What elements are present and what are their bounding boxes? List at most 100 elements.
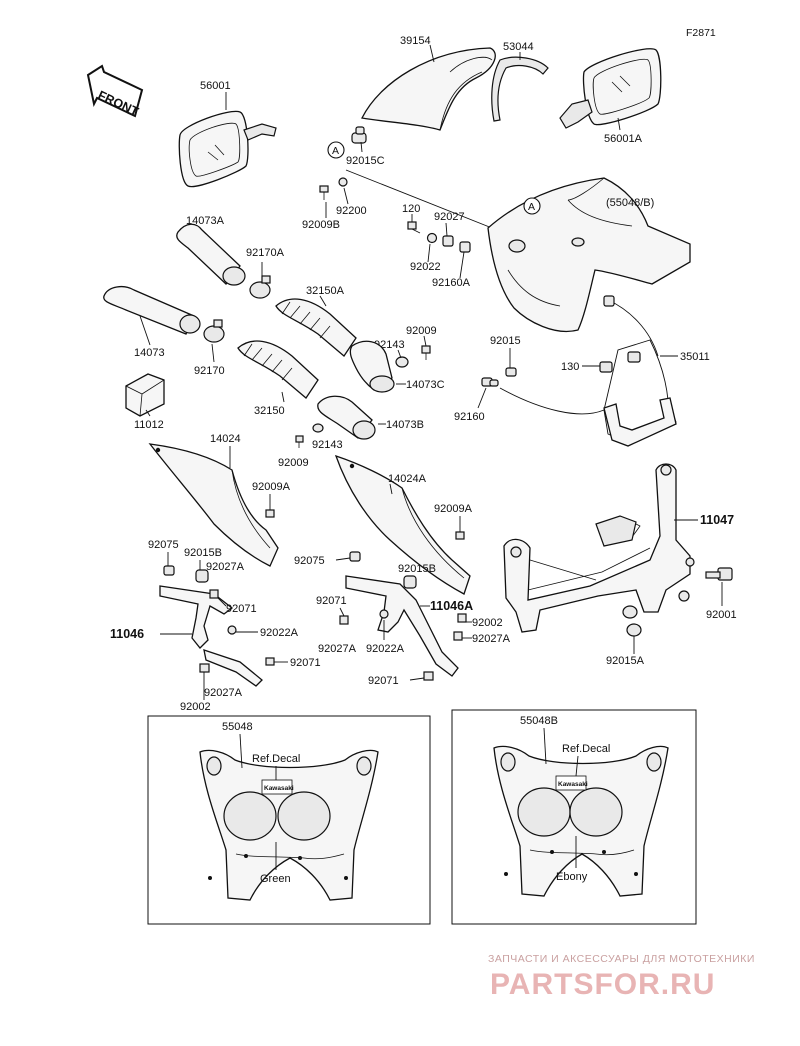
label-14024: 14024 [210, 433, 241, 445]
inset-box-right [451, 709, 697, 925]
label-56001: 56001 [200, 80, 231, 92]
clamp-92170A [249, 275, 271, 299]
figure-code: F2871 [686, 27, 716, 39]
label-92009A-a: 92009A [252, 481, 291, 493]
label-120: 120 [402, 203, 420, 215]
label-92015: 92015 [490, 335, 521, 347]
duct-14073 [103, 285, 201, 335]
grommet-92143-a [395, 356, 409, 368]
label-11046A: 11046A [430, 599, 473, 613]
inset-left-part: 55048 [222, 721, 253, 733]
bracket-11046A [339, 551, 467, 681]
label-92015B-b: 92015B [398, 563, 436, 575]
inset-right-part: 55048B [520, 715, 558, 727]
hose-32150A [275, 298, 357, 357]
label-14073: 14073 [134, 347, 165, 359]
pad-11012 [125, 373, 165, 417]
hose-32150 [237, 340, 319, 399]
label-92170A: 92170A [246, 247, 285, 259]
mirror-right-56001A [559, 48, 662, 129]
inset-left-decal: Ref.Decal [252, 753, 300, 765]
grommet-92143-b [312, 423, 324, 433]
label-92009B: 92009B [302, 219, 340, 231]
front-arrow-icon: FRONT [86, 64, 144, 119]
label-92027: 92027 [434, 211, 465, 223]
label-92071-a: 92071 [226, 603, 257, 615]
inset-right-brand: Kawasaki [558, 781, 588, 788]
label-14073A: 14073A [186, 215, 225, 227]
label-39154: 39154 [400, 35, 431, 47]
label-92170: 92170 [194, 365, 225, 377]
label-92027A-c: 92027A [318, 643, 357, 655]
nut-92160A [459, 241, 471, 253]
label-92160: 92160 [454, 411, 485, 423]
label-92027A-d: 92027A [204, 687, 243, 699]
bracket-11046 [159, 565, 275, 687]
label-11046: 11046 [110, 627, 144, 641]
label-14024A: 14024A [388, 473, 427, 485]
washer-92200 [338, 177, 348, 187]
frame-11047 [503, 463, 695, 633]
screw-120 [407, 221, 421, 234]
label-55048B-top: (55048/B) [606, 197, 654, 209]
panel-14024A [334, 454, 471, 595]
nut-92160 [481, 377, 499, 387]
label-53044: 53044 [503, 41, 534, 53]
label-92015C: 92015C [346, 155, 385, 167]
label-92002-a: 92002 [472, 617, 503, 629]
label-92009-b: 92009 [278, 457, 309, 469]
trim-53044 [491, 56, 549, 122]
label-92160A: 92160A [432, 277, 471, 289]
label-35011: 35011 [680, 351, 710, 363]
label-92015B-a: 92015B [184, 547, 222, 559]
upper-cowl-39154 [361, 47, 496, 131]
panel-14024 [148, 443, 279, 567]
label-92002-b: 92002 [180, 701, 211, 713]
label-92015A: 92015A [606, 655, 645, 667]
screw-92009-a [421, 345, 431, 360]
inset-left-brand: Kawasaki [264, 785, 294, 792]
label-14073B: 14073B [386, 419, 424, 431]
screw-92009A-b [455, 531, 465, 540]
label-92001: 92001 [706, 609, 737, 621]
label-92071-c: 92071 [316, 595, 347, 607]
bolt-92001 [705, 567, 733, 581]
inset-box-left [147, 715, 431, 925]
label-92071-b: 92071 [290, 657, 321, 669]
label-92009A-b: 92009A [434, 503, 473, 515]
label-11047: 11047 [700, 513, 734, 527]
inset-right-color: Ebony [556, 871, 588, 883]
label-92022A-b: 92022A [366, 643, 405, 655]
watermark-subtitle: ЗАПЧАСТИ И АКСЕССУАРЫ ДЛЯ МОТОТЕХНИКИ [488, 953, 755, 965]
inner-cowl-ebony [493, 745, 669, 897]
clamp-92170 [203, 319, 225, 343]
grommet-92015 [505, 367, 517, 377]
svg-text:A: A [528, 201, 535, 213]
label-56001A: 56001A [604, 133, 643, 145]
label-92071-d: 92071 [368, 675, 399, 687]
watermark-brand: PARTSFOR.RU [490, 968, 715, 1001]
mirror-left-56001 [178, 110, 277, 188]
screw-92009-b [295, 435, 304, 448]
label-14073C: 14073C [406, 379, 445, 391]
inner-cowl-upper [487, 177, 691, 332]
label-92075-b: 92075 [294, 555, 325, 567]
label-92027A-a: 92027A [206, 561, 245, 573]
callout-a-right [523, 197, 541, 215]
label-92075-a: 92075 [148, 539, 179, 551]
inset-right-decal: Ref.Decal [562, 743, 610, 755]
inner-cowl-green [199, 749, 379, 901]
label-92200: 92200 [336, 205, 367, 217]
collar-92027 [442, 235, 454, 247]
screw-92009A-a [265, 509, 275, 518]
svg-text:A: A [332, 145, 339, 157]
label-92022: 92022 [410, 261, 441, 273]
label-32150: 32150 [254, 405, 285, 417]
duct-14073A [176, 223, 246, 286]
washer-92022 [426, 232, 438, 244]
label-32150A: 32150A [306, 285, 345, 297]
label-92143-b: 92143 [312, 439, 343, 451]
label-92009-a: 92009 [406, 325, 437, 337]
callout-a-left [327, 141, 345, 159]
